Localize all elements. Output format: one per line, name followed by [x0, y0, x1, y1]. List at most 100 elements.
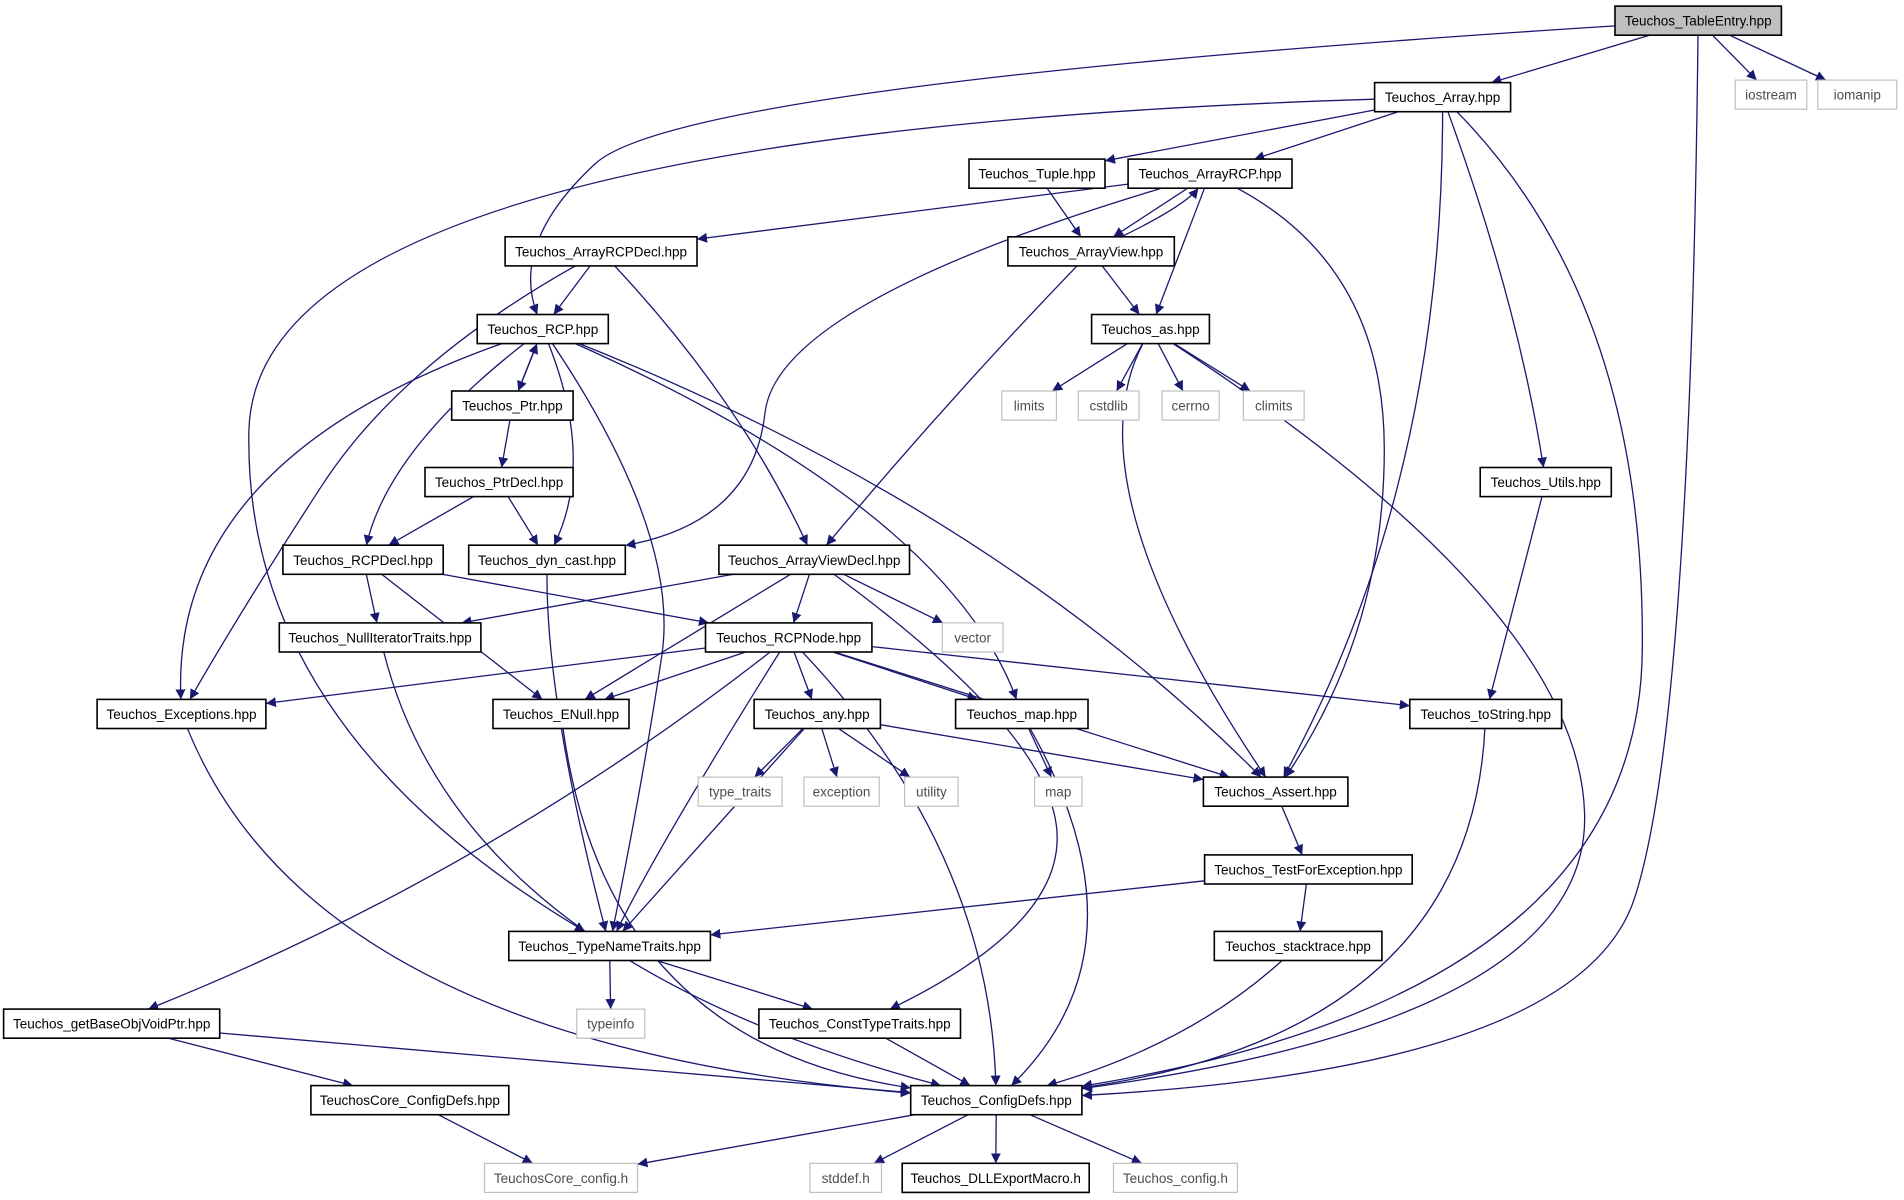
edge-array-to-configdefs — [1081, 111, 1643, 1090]
node-climits: climits — [1242, 390, 1305, 421]
edge-rcpnode-to-typenametraits — [616, 651, 781, 932]
edge-ptrdecl-to-dyncast — [507, 496, 539, 546]
node-label-nulliter: Teuchos_NullIteratorTraits.hpp — [288, 631, 471, 646]
node-label-rcpnode: Teuchos_RCPNode.hpp — [716, 631, 861, 646]
node-rcpnode[interactable]: Teuchos_RCPNode.hpp — [704, 622, 873, 653]
node-typenametraits[interactable]: Teuchos_TypeNameTraits.hpp — [507, 930, 712, 962]
node-box-consttypetraits — [758, 1008, 962, 1039]
node-testforexc[interactable]: Teuchos_TestForException.hpp — [1203, 854, 1413, 885]
node-getbaseobj[interactable]: Teuchos_getBaseObjVoidPtr.hpp — [2, 1008, 221, 1039]
node-label-stddef: stddef.h — [822, 1171, 870, 1186]
edge-tostring-to-configdefs — [1081, 728, 1486, 1092]
node-dyncast[interactable]: Teuchos_dyn_cast.hpp — [467, 544, 627, 576]
edge-arrayview-to-as — [1101, 265, 1140, 315]
node-consttypetraits[interactable]: Teuchos_ConstTypeTraits.hpp — [758, 1008, 962, 1039]
node-arrayviewdecl[interactable]: Teuchos_ArrayViewDecl.hpp — [718, 544, 911, 576]
node-box-array — [1373, 81, 1512, 113]
edge-ptr-to-rcp — [517, 343, 538, 392]
node-label-coreconfigdefs: TeuchosCore_ConfigDefs.hpp — [320, 1093, 500, 1108]
edge-arrayrcp-to-dyncast — [625, 187, 1162, 549]
node-label-tuple: Teuchos_Tuple.hpp — [978, 167, 1095, 182]
node-box-configdefs — [909, 1084, 1083, 1116]
edge-ptrdecl-to-rcpdecl — [388, 496, 474, 546]
node-ptrdecl[interactable]: Teuchos_PtrDecl.hpp — [424, 466, 574, 498]
node-utils[interactable]: Teuchos_Utils.hpp — [1479, 466, 1613, 498]
edge-ptr-to-ptrdecl — [498, 419, 511, 468]
edge-arrayrcpdecl-to-arrayviewdecl — [614, 265, 808, 546]
node-box-utility — [903, 776, 959, 807]
node-label-vector: vector — [954, 631, 991, 646]
node-nulliter[interactable]: Teuchos_NullIteratorTraits.hpp — [278, 622, 482, 653]
node-label-ptrdecl: Teuchos_PtrDecl.hpp — [435, 475, 563, 490]
node-any[interactable]: Teuchos_any.hpp — [753, 698, 882, 730]
node-enull[interactable]: Teuchos_ENull.hpp — [492, 698, 630, 730]
node-label-config: Teuchos_config.h — [1123, 1171, 1228, 1186]
node-box-map — [954, 698, 1089, 730]
node-coreconfigdefs[interactable]: TeuchosCore_ConfigDefs.hpp — [310, 1084, 510, 1116]
edge-any-to-exception — [821, 728, 839, 778]
node-rcpdecl[interactable]: Teuchos_RCPDecl.hpp — [282, 544, 444, 576]
edge-array-to-assert — [1283, 111, 1444, 778]
node-dllexport[interactable]: Teuchos_DLLExportMacro.h — [901, 1162, 1091, 1194]
node-box-rcpdecl — [282, 544, 444, 576]
node-label-any: Teuchos_any.hpp — [765, 707, 870, 722]
node-box-arrayviewdecl — [718, 544, 911, 576]
edge-stacktrace-to-configdefs — [1046, 960, 1283, 1088]
edge-configdefs-to-stddef — [873, 1114, 969, 1164]
node-vector: vector — [941, 622, 1004, 653]
edge-arrayviewdecl-to-enull — [584, 573, 791, 700]
edge-arrayrcp-to-arrayview — [1112, 187, 1189, 238]
node-label-exceptions: Teuchos_Exceptions.hpp — [106, 707, 256, 722]
node-tostring[interactable]: Teuchos_toString.hpp — [1409, 698, 1563, 730]
node-assert[interactable]: Teuchos_Assert.hpp — [1202, 776, 1349, 807]
node-rcp[interactable]: Teuchos_RCP.hpp — [476, 313, 610, 345]
node-arrayview[interactable]: Teuchos_ArrayView.hpp — [1007, 236, 1176, 267]
node-box-coreconfig — [483, 1162, 639, 1194]
edge-any-to-type_traits — [754, 728, 804, 778]
edge-arrayrcp-to-assert — [1236, 187, 1385, 778]
node-tableentry[interactable]: Teuchos_TableEntry.hpp — [1614, 5, 1783, 37]
node-box-exceptions — [96, 698, 267, 730]
node-as[interactable]: Teuchos_as.hpp — [1090, 313, 1211, 345]
node-box-cerrno — [1161, 390, 1220, 421]
node-stacktrace[interactable]: Teuchos_stacktrace.hpp — [1213, 930, 1383, 962]
edge-rcpnode-to-tostring — [871, 645, 1410, 710]
edge-enull-to-configdefs — [562, 728, 911, 1092]
node-arrayrcp[interactable]: Teuchos_ArrayRCP.hpp — [1127, 158, 1293, 190]
edge-tableentry-to-configdefs — [1081, 35, 1699, 1100]
edge-as-to-cerrno — [1157, 343, 1184, 392]
node-map[interactable]: Teuchos_map.hpp — [954, 698, 1089, 730]
edge-tuple-to-arrayview — [1046, 187, 1082, 238]
node-label-dyncast: Teuchos_dyn_cast.hpp — [478, 553, 616, 568]
edge-coreconfigdefs-to-coreconfig — [437, 1114, 533, 1164]
edge-arrayview-to-arrayviewdecl — [825, 265, 1078, 546]
edge-rcpnode-to-enull — [604, 651, 746, 701]
node-exceptions[interactable]: Teuchos_Exceptions.hpp — [96, 698, 267, 730]
node-label-typeinfo: typeinfo — [587, 1017, 634, 1032]
edge-getbaseobj-to-coreconfigdefs — [168, 1037, 354, 1088]
edge-map-to-mapsys — [1028, 728, 1052, 778]
edge-array-to-typenametraits — [248, 98, 1375, 932]
node-arrayrcpdecl[interactable]: Teuchos_ArrayRCPDecl.hpp — [504, 236, 698, 267]
node-array[interactable]: Teuchos_Array.hpp — [1373, 81, 1512, 113]
node-box-enull — [492, 698, 630, 730]
node-label-utility: utility — [916, 785, 947, 800]
node-configdefs[interactable]: Teuchos_ConfigDefs.hpp — [909, 1084, 1083, 1116]
edge-any-to-typenametraits — [622, 728, 805, 932]
node-box-arrayrcp — [1127, 158, 1293, 190]
node-box-any — [753, 698, 882, 730]
node-box-rcpnode — [704, 622, 873, 653]
node-tuple[interactable]: Teuchos_Tuple.hpp — [968, 158, 1106, 190]
node-box-cstdlib — [1077, 390, 1140, 421]
node-label-coreconfig: TeuchosCore_config.h — [494, 1171, 628, 1186]
node-ptr[interactable]: Teuchos_Ptr.hpp — [450, 390, 574, 421]
edge-as-to-assert — [1121, 343, 1267, 778]
edge-arrayrcp-to-arrayrcpdecl — [696, 183, 1129, 243]
edge-array-to-arrayrcp — [1254, 111, 1399, 161]
node-label-arrayrcpdecl: Teuchos_ArrayRCPDecl.hpp — [515, 244, 687, 259]
edge-rcpnode-to-getbaseobj — [147, 651, 771, 1011]
node-typeinfo: typeinfo — [576, 1008, 646, 1039]
node-box-climits — [1242, 390, 1305, 421]
